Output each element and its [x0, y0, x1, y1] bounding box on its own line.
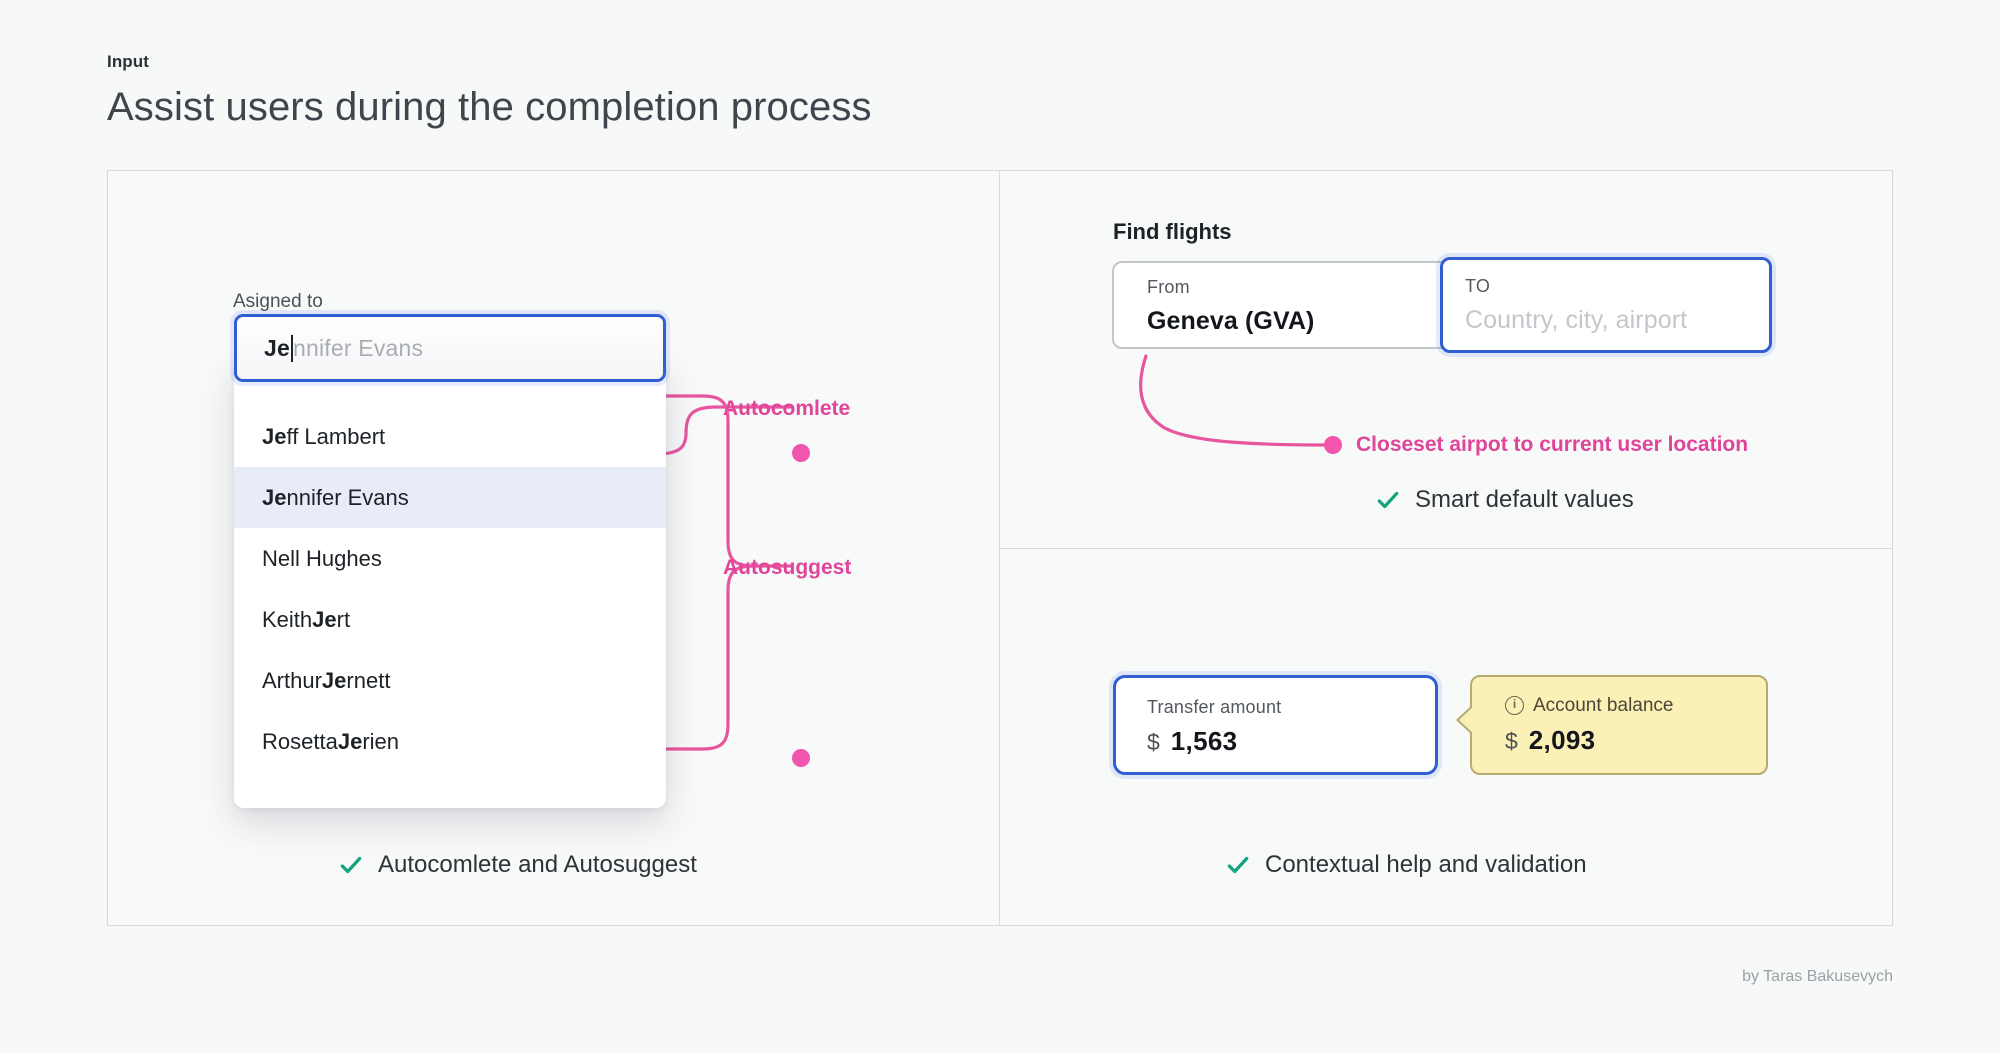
option-rest: rt [336, 606, 351, 632]
option-prefix: Arthur [262, 667, 322, 693]
page-title: Assist users during the completion proce… [107, 85, 872, 129]
amount-text: 1,563 [1170, 725, 1238, 756]
option-rest: ff Lambert [286, 423, 386, 449]
from-label: From [1147, 277, 1190, 297]
from-value: Geneva (GVA) [1147, 307, 1315, 335]
check-icon [1227, 856, 1249, 873]
autocomplete-dot [792, 444, 810, 462]
find-flights-title: Find flights [1113, 219, 1232, 244]
find-flights-panel: Find flights From Geneva (GVA) TO Countr… [1000, 171, 1892, 549]
option-prefix: Rosetta [262, 728, 338, 754]
to-field[interactable]: TO Country, city, airport [1440, 257, 1772, 353]
caption-text: Contextual help and validation [1265, 850, 1587, 878]
author-credit: by Taras Bakusevych [1742, 968, 1893, 985]
option-rest: Nell Hughes [262, 545, 382, 571]
balance-text: 2,093 [1528, 724, 1596, 755]
option-prefix: Keith [262, 606, 313, 632]
autocomplete-caption: Autocomlete and Autosuggest [338, 851, 697, 879]
check-icon [340, 856, 362, 874]
text-caret [290, 334, 293, 362]
tooltip-header: i Account balance [1505, 695, 1766, 717]
to-label: TO [1465, 276, 1491, 296]
assigned-to-input[interactable]: Je nnifer Evans [234, 314, 666, 382]
right-examples-column: Find flights From Geneva (GVA) TO Countr… [1000, 171, 1892, 925]
option-rest: rnett [346, 667, 391, 693]
autocomplete-annotation-label: Autocomlete [723, 397, 851, 420]
account-balance-label: Account balance [1533, 694, 1674, 716]
account-balance-value: $ 2,093 [1505, 725, 1766, 756]
option-match: Je [321, 667, 347, 693]
option-rest: rien [362, 728, 399, 754]
closest-airport-annotation-label: Closeset airpot to current user location [1356, 433, 1749, 456]
transfer-amount-value: $ 1,563 [1147, 726, 1435, 757]
account-balance-tooltip: i Account balance $ 2,093 [1456, 674, 1768, 775]
page-header: Input Assist users during the completion… [107, 52, 872, 130]
transfer-amount-label: Transfer amount [1147, 696, 1282, 717]
option-match: Je [337, 728, 363, 754]
contextual-help-panel: Transfer amount $ 1,563 i Account balanc… [1000, 549, 1892, 926]
option-rest: nnifer Evans [286, 484, 409, 510]
input-typed-text: Je [264, 334, 290, 361]
autosuggest-annotation-label: Autosuggest [723, 556, 852, 579]
to-placeholder: Country, city, airport [1465, 306, 1688, 334]
flight-fields-group: From Geneva (GVA) TO Country, city, airp… [1112, 257, 1772, 353]
page-eyebrow: Input [107, 52, 150, 71]
assigned-to-label: Asigned to [233, 291, 323, 312]
transfer-amount-field[interactable]: Transfer amount $ 1,563 [1113, 674, 1438, 775]
currency-symbol: $ [1505, 727, 1518, 754]
check-icon [1377, 491, 1399, 509]
contextual-help-caption: Contextual help and validation [1225, 851, 1587, 879]
smart-defaults-caption: Smart default values [1375, 486, 1634, 514]
option-match: Je [262, 423, 287, 449]
option-match: Je [312, 606, 337, 632]
option-match: Je [262, 484, 287, 510]
caption-text: Autocomlete and Autosuggest [378, 851, 697, 878]
currency-symbol: $ [1147, 728, 1160, 755]
info-icon: i [1505, 696, 1524, 715]
autosuggest-dot [792, 749, 810, 767]
closest-airport-dot [1324, 436, 1342, 454]
caption-text: Smart default values [1415, 486, 1634, 513]
input-ghost-completion: nnifer Evans [292, 334, 424, 361]
list-item[interactable]: Nell Hughes [234, 528, 666, 589]
